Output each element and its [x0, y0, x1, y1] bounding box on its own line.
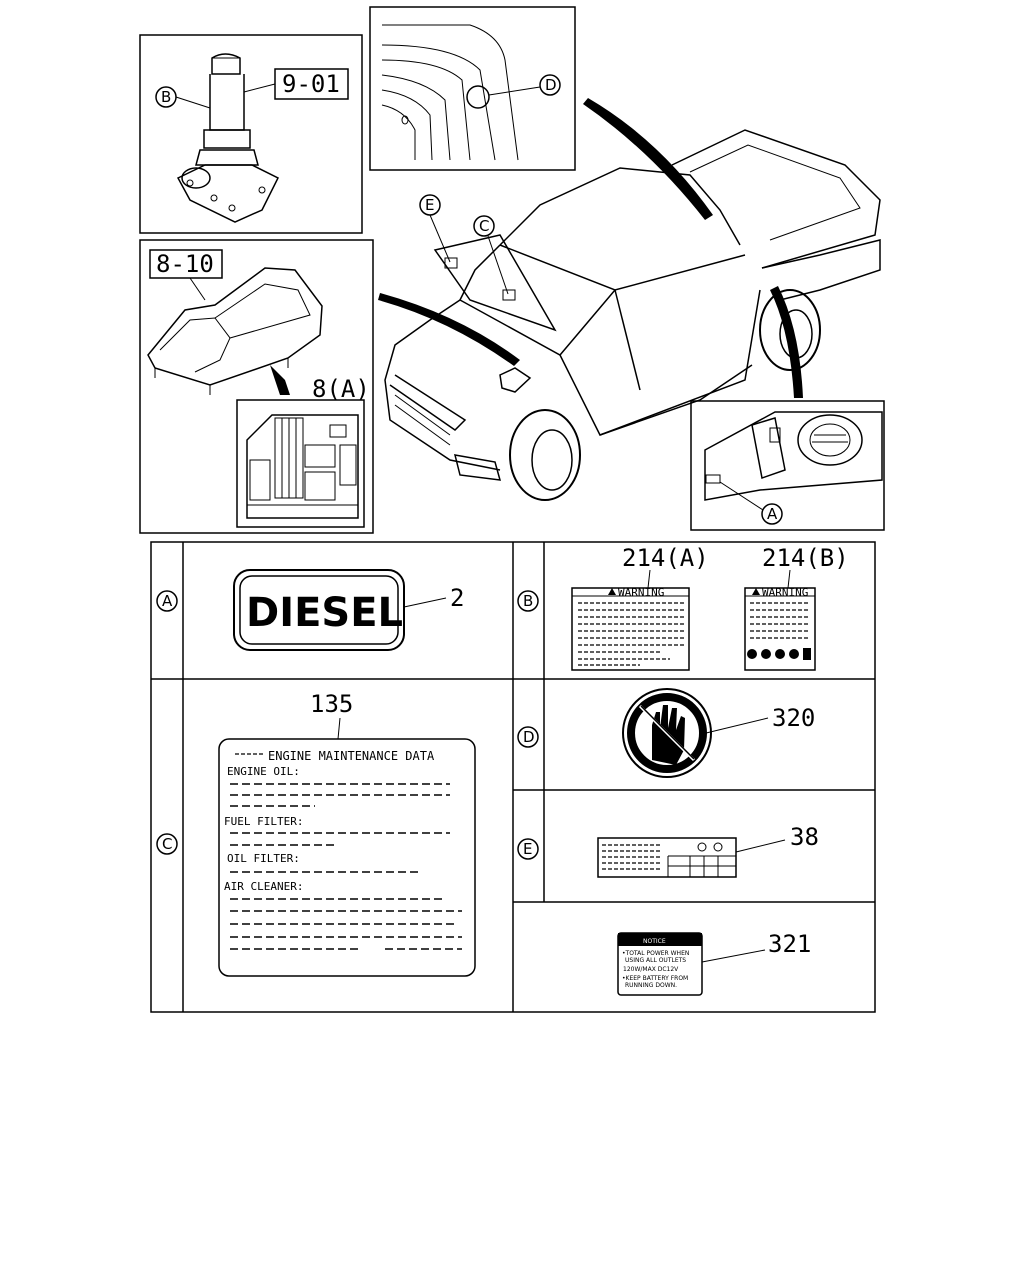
row-marker-c: C: [162, 835, 172, 853]
diesel-label: DIESEL 2: [233, 569, 464, 651]
maint-oil-filter: OIL FILTER:: [227, 852, 300, 865]
fusebox-inset: 8-10 8(A): [139, 239, 374, 534]
hood-label: 38: [597, 823, 819, 878]
maintenance-callout: 135: [310, 690, 353, 718]
marker-d-detail: D: [545, 76, 557, 94]
marker-a-fuel: A: [767, 505, 778, 523]
marker-b-jack: B: [161, 88, 171, 106]
warning-label-b: 214(B) WARNING: [744, 544, 849, 671]
row-marker-d: D: [523, 728, 535, 746]
table-row-markers: A B C D E: [156, 590, 539, 860]
truck-illustration: E C: [384, 129, 881, 501]
maint-air-cleaner: AIR CLEANER:: [224, 880, 303, 893]
maint-engine-oil: ENGINE OIL:: [227, 765, 300, 778]
notice-line3: 120W/MAX DC12V: [623, 966, 679, 973]
row-marker-b: B: [523, 592, 533, 610]
maintenance-label: 135 ENGINE MAINTENANCE DATA ENGINE OIL: …: [218, 690, 476, 977]
marker-e-truck: E: [425, 196, 434, 214]
maint-title: ENGINE MAINTENANCE DATA: [268, 749, 435, 763]
notice-callout: 321: [768, 930, 811, 958]
notice-line1: •TOTAL POWER WHEN: [622, 950, 689, 957]
notice-line2: USING ALL OUTLETS: [625, 957, 686, 964]
warning-a-title: WARNING: [618, 586, 664, 599]
row-marker-a: A: [162, 592, 173, 610]
notice-line5: RUNNING DOWN.: [625, 982, 677, 989]
jack-callout: 9-01: [282, 70, 340, 98]
row-marker-e: E: [523, 840, 532, 858]
marker-c-truck: C: [479, 217, 489, 235]
hood-label-callout: 38: [790, 823, 819, 851]
diesel-text: DIESEL: [246, 590, 403, 636]
warning-b-callout: 214(B): [762, 544, 849, 572]
notice-line4: •KEEP BATTERY FROM: [622, 975, 688, 982]
label-table: [150, 541, 876, 1013]
warning-label-a: 214(A) WARNING: [571, 544, 709, 671]
maint-fuel-filter: FUEL FILTER:: [224, 815, 303, 828]
warning-b-title: WARNING: [762, 586, 808, 599]
notice-label: NOTICE •TOTAL POWER WHEN USING ALL OUTLE…: [617, 930, 811, 996]
detail-d-inset: D: [369, 6, 576, 171]
notice-title: NOTICE: [643, 938, 666, 945]
fuel-door-inset: A: [690, 400, 885, 531]
diesel-callout: 2: [450, 584, 464, 612]
fusebox-label-callout: 8(A): [312, 375, 370, 403]
fusebox-callout: 8-10: [156, 250, 214, 278]
no-hand-label: 320: [622, 688, 815, 778]
jack-inset: 9-01 B: [139, 34, 363, 234]
no-hand-callout: 320: [772, 704, 815, 732]
warning-a-callout: 214(A): [622, 544, 709, 572]
